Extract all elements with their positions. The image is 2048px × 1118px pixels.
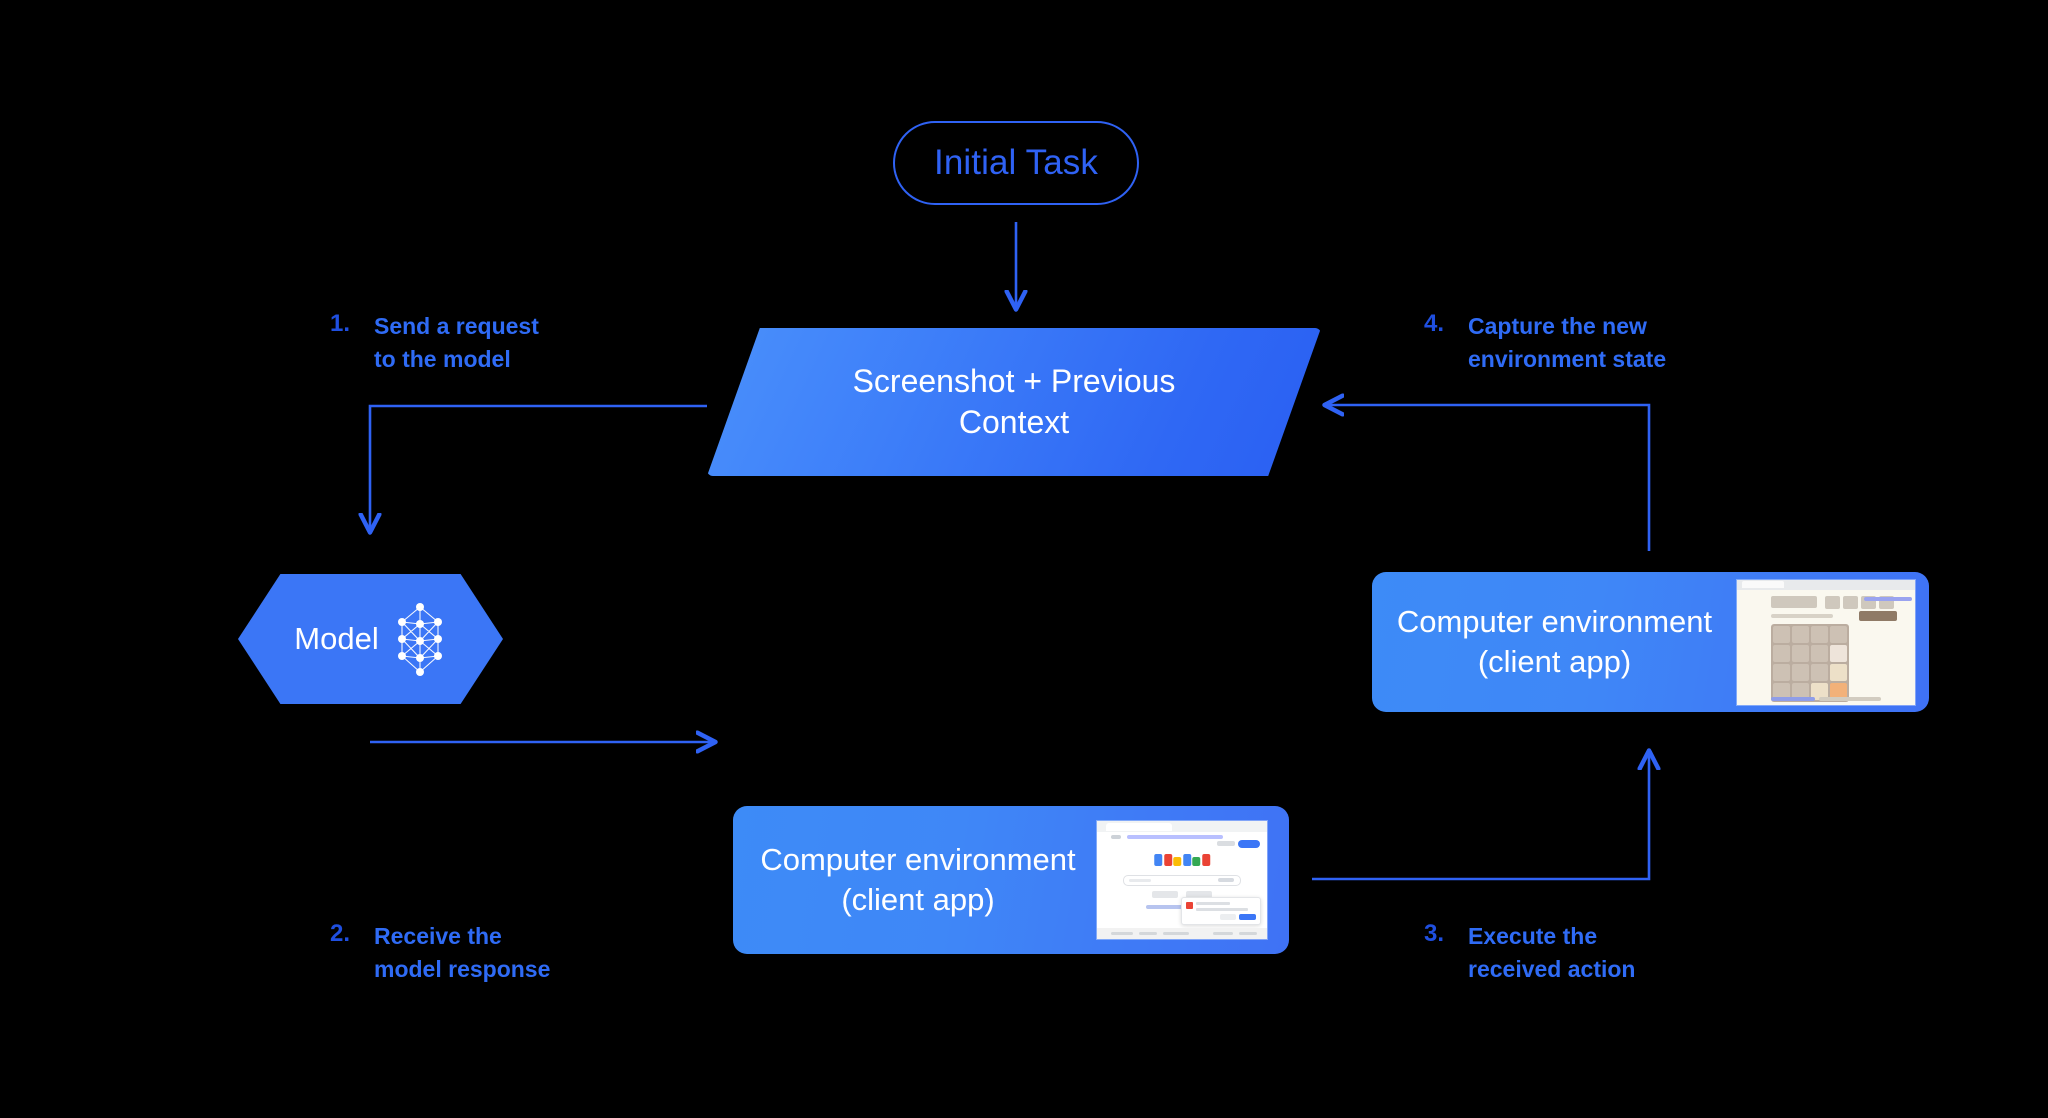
- step-2-text: Receive the model response: [374, 923, 551, 982]
- client-app-bottom-label: Computer environment (client app): [733, 840, 1097, 921]
- game-2048-title: [1771, 595, 1817, 608]
- step-1-label: 1. Send a request to the model: [330, 310, 539, 375]
- browser-signin-button: [1238, 840, 1260, 848]
- neural-network-icon: [397, 603, 442, 676]
- parallelogram-shape: [707, 328, 1321, 476]
- browser-dialog: [1181, 897, 1261, 925]
- model-label: Model: [294, 621, 379, 656]
- client-app-bottom-line1: Computer environment: [760, 841, 1076, 877]
- wire-client-bottom-to-client-right: [1312, 751, 1649, 881]
- screenshot-context-line1: Screenshot + Previous: [852, 363, 1176, 400]
- step-3-label: 3. Execute the received action: [1424, 920, 1635, 985]
- screenshot-context-label: Screenshot + Previous Context: [707, 328, 1321, 476]
- google-footer: [1097, 928, 1267, 939]
- hexagon-shape: [238, 574, 503, 704]
- step-4-number: 4.: [1424, 310, 1445, 337]
- step-1-text: Send a request to the model: [374, 313, 539, 372]
- step-3-number: 3.: [1424, 920, 1445, 947]
- browser-address-bar: [1111, 834, 1261, 840]
- client-app-right-line1: Computer environment: [1396, 603, 1713, 639]
- browser-account-dots: [1217, 841, 1235, 846]
- google-search-box: [1123, 875, 1241, 886]
- browser-toolbar: [1097, 821, 1267, 832]
- game-2048-grid: [1771, 623, 1849, 702]
- game-2048-page: [1737, 589, 1915, 705]
- step-1-number: 1.: [330, 310, 351, 337]
- dialog-icon: [1186, 902, 1193, 909]
- screenshot-context-node[interactable]: Screenshot + Previous Context: [707, 328, 1321, 476]
- step-4-text: Capture the new environment state: [1468, 313, 1667, 372]
- google-search-buttons: [1152, 891, 1212, 898]
- client-app-right-line2: (client app): [1477, 644, 1632, 679]
- step-2-label: 2. Receive the model response: [330, 920, 550, 985]
- page-footer-text: [1819, 696, 1881, 701]
- wire-screenshot-to-model: [370, 404, 707, 532]
- page-footer-link: [1771, 696, 1815, 701]
- client-app-bottom-line2: (client app): [841, 882, 995, 917]
- model-node[interactable]: Model: [238, 574, 503, 704]
- step-2-number: 2.: [330, 920, 351, 947]
- game-2048-screenshot-thumbnail: [1737, 579, 1915, 705]
- client-app-bottom-node[interactable]: Computer environment (client app): [733, 806, 1289, 954]
- client-app-right-node[interactable]: Computer environment (client app): [1372, 572, 1929, 712]
- browser-tab: [1742, 581, 1784, 588]
- initial-task-node[interactable]: Initial Task: [893, 121, 1139, 205]
- screenshot-context-line2: Context: [958, 404, 1070, 440]
- google-logo: [1154, 854, 1210, 866]
- browser-toolbar: [1737, 579, 1915, 590]
- client-app-right-label: Computer environment (client app): [1372, 602, 1737, 683]
- step-3-text: Execute the received action: [1468, 923, 1636, 982]
- wire-client-right-to-screenshot: [1325, 405, 1651, 551]
- step-4-label: 4. Capture the new environment state: [1424, 310, 1666, 375]
- google-search-screenshot-thumbnail: [1097, 821, 1267, 939]
- game-2048-subtitle: [1771, 613, 1833, 618]
- new-game-button: [1859, 610, 1897, 621]
- page-links: [1864, 596, 1912, 601]
- initial-task-label: Initial Task: [934, 143, 1098, 182]
- browser-tab: [1106, 823, 1172, 831]
